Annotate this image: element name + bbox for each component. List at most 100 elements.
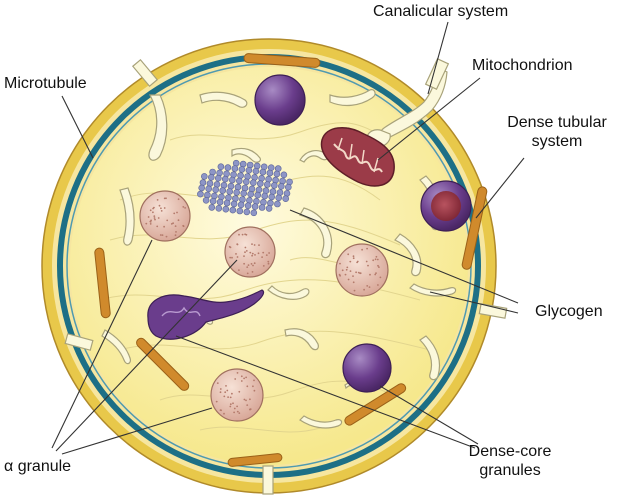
glycogen-particle <box>226 188 233 195</box>
leader-mitochondrion <box>377 77 481 161</box>
glycogen-particle <box>252 167 260 175</box>
granule-speckle <box>254 254 256 256</box>
glycogen-particle <box>238 166 246 173</box>
granule-speckle <box>352 257 355 260</box>
granule-speckle <box>149 209 152 212</box>
granule-speckle <box>345 268 348 271</box>
granule-speckle <box>376 258 379 261</box>
granule-speckle <box>243 377 246 380</box>
glycogen-particle <box>258 204 266 211</box>
glycogen-particle <box>275 194 283 202</box>
granule-speckle <box>231 256 233 259</box>
glycogen-particle <box>230 200 238 208</box>
glycogen-particle <box>274 200 281 208</box>
glycogen-particle <box>280 171 288 179</box>
glycogen-particle <box>237 201 245 209</box>
leader-alpha-1 <box>51 239 153 449</box>
glycogen-particle <box>197 190 204 198</box>
glycogen-particle <box>284 183 292 191</box>
glycogen-particle <box>244 202 252 209</box>
granule-speckle <box>228 245 231 248</box>
leader-alpha-2 <box>55 259 238 452</box>
granule-speckle <box>236 405 239 408</box>
granule-speckle <box>267 262 270 265</box>
glycogen-particle <box>233 189 240 196</box>
granule-speckle <box>149 221 152 223</box>
granule-speckle <box>236 372 239 374</box>
granule-speckle <box>238 390 241 393</box>
granule-speckle <box>236 256 239 258</box>
granule-speckle <box>238 269 240 271</box>
granule-speckle <box>229 396 232 399</box>
glycogen-particle <box>222 205 230 213</box>
granule-speckle <box>234 378 237 380</box>
granule-speckle <box>153 217 156 219</box>
granule-speckle <box>251 243 253 246</box>
label-dense-tubular-line1: Dense tubular <box>507 114 607 131</box>
granule-speckle <box>369 273 371 276</box>
granule-speckle <box>177 198 180 201</box>
label-dense-tubular-line2: system <box>531 133 583 150</box>
glycogen-particle <box>208 204 216 211</box>
granule-speckle <box>238 412 241 414</box>
granule-speckle <box>338 273 341 276</box>
granule-speckle <box>244 246 247 249</box>
granule-speckle <box>243 398 246 401</box>
glycogen-particle <box>231 165 239 172</box>
granule-speckle <box>232 402 234 405</box>
granule-speckle <box>163 197 166 200</box>
granule-speckle <box>339 262 341 265</box>
granule-speckle <box>268 252 270 254</box>
granule-speckle <box>215 400 218 403</box>
dense-core-granule-2-core <box>431 191 461 221</box>
dense-core-granules <box>254 74 472 393</box>
granule-speckle <box>173 212 176 215</box>
glycogen-particle <box>247 190 254 198</box>
glycogen-particle <box>229 176 236 184</box>
granule-speckle <box>366 285 369 287</box>
leader-dense-core-1 <box>175 335 476 449</box>
granule-speckle <box>249 408 252 411</box>
granule-speckle <box>240 375 243 378</box>
granule-speckle <box>253 244 256 246</box>
granule-speckle <box>149 223 152 225</box>
glycogen-particle <box>212 186 219 193</box>
glycogen-particle <box>202 197 210 204</box>
granule-speckle <box>238 233 240 236</box>
granule-speckle <box>150 219 153 222</box>
label-dense-tubular-system: Dense tubular system <box>492 113 622 151</box>
granule-speckle <box>347 253 350 256</box>
granule-speckle <box>378 266 380 268</box>
glycogen-particle <box>208 174 215 181</box>
leader-microtubule <box>61 95 94 159</box>
granule-speckle <box>219 391 222 394</box>
granule-speckle <box>244 251 246 254</box>
glycogen-particle <box>205 185 212 193</box>
leader-lines <box>51 21 525 455</box>
granule-speckle <box>241 233 244 236</box>
granule-speckle <box>165 197 167 200</box>
glycogen-particle <box>243 178 250 186</box>
granule-speckle <box>145 222 148 225</box>
granule-speckle <box>251 254 254 257</box>
glycogen-particle <box>282 195 290 202</box>
granule-speckle <box>249 251 252 254</box>
dense-tubular-system <box>94 53 488 467</box>
granule-speckle <box>355 271 357 274</box>
glycogen-particle <box>254 191 262 199</box>
glycogen-particle <box>223 199 231 207</box>
granule-speckle <box>174 234 177 237</box>
granule-speckle <box>346 266 349 269</box>
granule-speckle <box>356 260 359 263</box>
label-microtubule: Microtubule <box>4 75 87 92</box>
leader-glycogen-1 <box>289 209 519 304</box>
granule-speckle <box>250 263 253 265</box>
glycogen-particle <box>217 163 225 170</box>
granule-speckle <box>175 231 177 233</box>
glycogen-particle <box>215 205 223 212</box>
glycogen-particle <box>243 208 251 216</box>
granule-speckle <box>349 270 352 272</box>
granule-speckle <box>267 260 270 263</box>
leader-dense-core-2 <box>379 385 479 445</box>
